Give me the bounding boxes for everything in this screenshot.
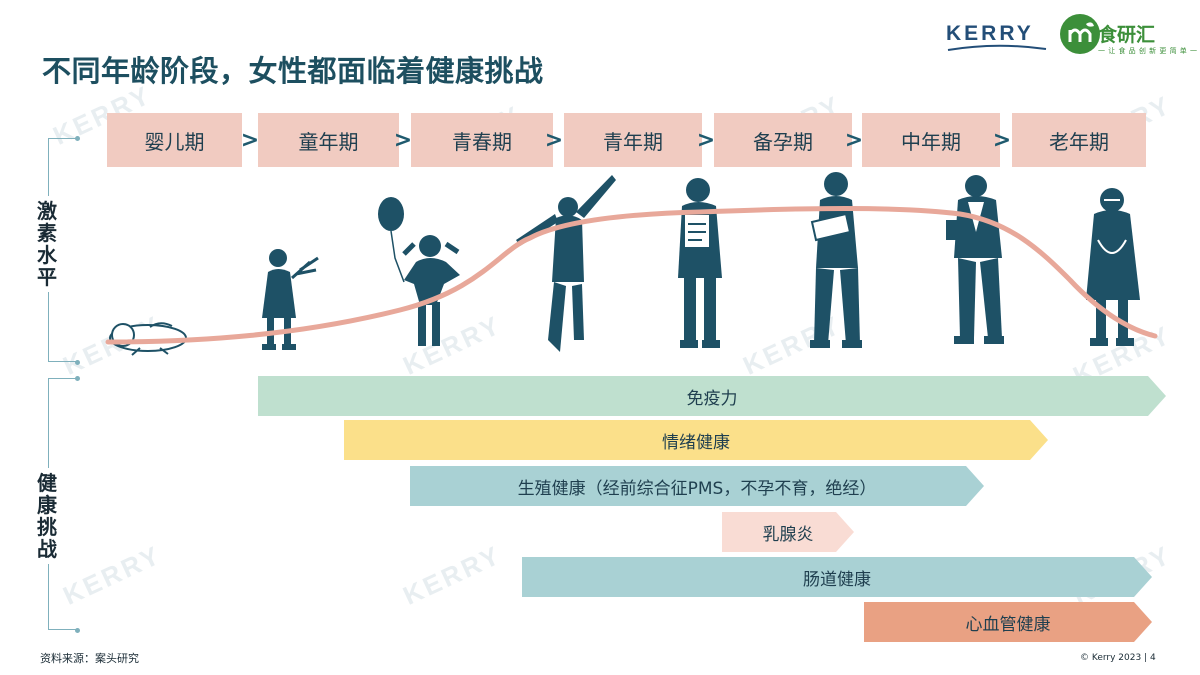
- watermark: KERRY: [738, 309, 847, 381]
- stage-separator: >: [240, 127, 260, 153]
- stage-childhood: 童年期: [258, 113, 399, 167]
- challenge-gut-health: 肠道健康: [522, 557, 1152, 597]
- stage-separator: >: [393, 127, 413, 153]
- bracket-dot: [75, 136, 80, 141]
- challenge-label: 生殖健康（经前综合征PMS，不孕不育，绝经）: [517, 478, 877, 499]
- shiyan-logo-text: 食研汇: [1098, 24, 1156, 46]
- stage-separator: >: [544, 127, 564, 153]
- challenge-mastitis: 乳腺炎: [722, 512, 854, 552]
- stage-puberty: 青春期: [411, 113, 553, 167]
- stage-infancy: 婴儿期: [107, 113, 242, 167]
- source-note: 资料来源：案头研究: [40, 652, 139, 665]
- brand-logos: KERRY 食研汇 一 让 食 品 创 新 更 简 单 一: [930, 8, 1197, 58]
- stage-old-age: 老年期: [1012, 113, 1146, 167]
- infant-figure: [109, 322, 187, 356]
- copyright-page-number: © Kerry 2023 | 4: [1080, 653, 1156, 663]
- challenge-label: 乳腺炎: [762, 524, 814, 545]
- stage-separator: >: [992, 127, 1012, 153]
- health-challenge-label: 健康挑战: [33, 468, 61, 564]
- challenge-label: 情绪健康: [662, 432, 730, 453]
- businesswoman-figure: [946, 175, 1004, 344]
- elderly-woman-figure: [1086, 188, 1140, 346]
- challenge-label: 心血管健康: [965, 614, 1051, 635]
- woman-with-books-figure: [678, 178, 722, 348]
- challenge-immunity: 免疫力: [258, 376, 1166, 416]
- challenge-label: 肠道健康: [803, 569, 871, 590]
- kerry-logo: KERRY: [946, 22, 1034, 45]
- shiyan-leaf-icon: [1060, 14, 1100, 54]
- hormone-level-label: 激素水平: [33, 196, 61, 292]
- challenge-emotional-health: 情绪健康: [344, 420, 1048, 460]
- shiyan-tagline: 一 让 食 品 创 新 更 简 单 一: [1098, 47, 1198, 55]
- stage-separator: >: [844, 127, 864, 153]
- bracket-dot: [75, 360, 80, 365]
- challenge-reproductive-health: 生殖健康（经前综合征PMS，不孕不育，绝经）: [410, 466, 984, 506]
- bracket-dot: [75, 376, 80, 381]
- watermark: KERRY: [398, 309, 507, 381]
- young-woman-figure: [516, 175, 616, 352]
- stage-separator: >: [696, 127, 716, 153]
- girl-with-balloon-figure: [378, 197, 460, 346]
- woman-with-documents-figure: [810, 172, 862, 348]
- bracket-dot: [75, 628, 80, 633]
- child-figure: [262, 249, 319, 350]
- challenge-label: 免疫力: [686, 388, 738, 409]
- stage-young-adult: 青年期: [564, 113, 702, 167]
- kerry-swoosh-icon: [947, 44, 1047, 51]
- watermark: KERRY: [398, 539, 507, 611]
- challenge-cardiovascular-health: 心血管健康: [864, 602, 1152, 642]
- hormone-level-curve: [105, 206, 1158, 345]
- page-title: 不同年龄阶段，女性都面临着健康挑战: [42, 54, 544, 88]
- stage-pre-pregnancy: 备孕期: [714, 113, 852, 167]
- stage-middle-age: 中年期: [862, 113, 1000, 167]
